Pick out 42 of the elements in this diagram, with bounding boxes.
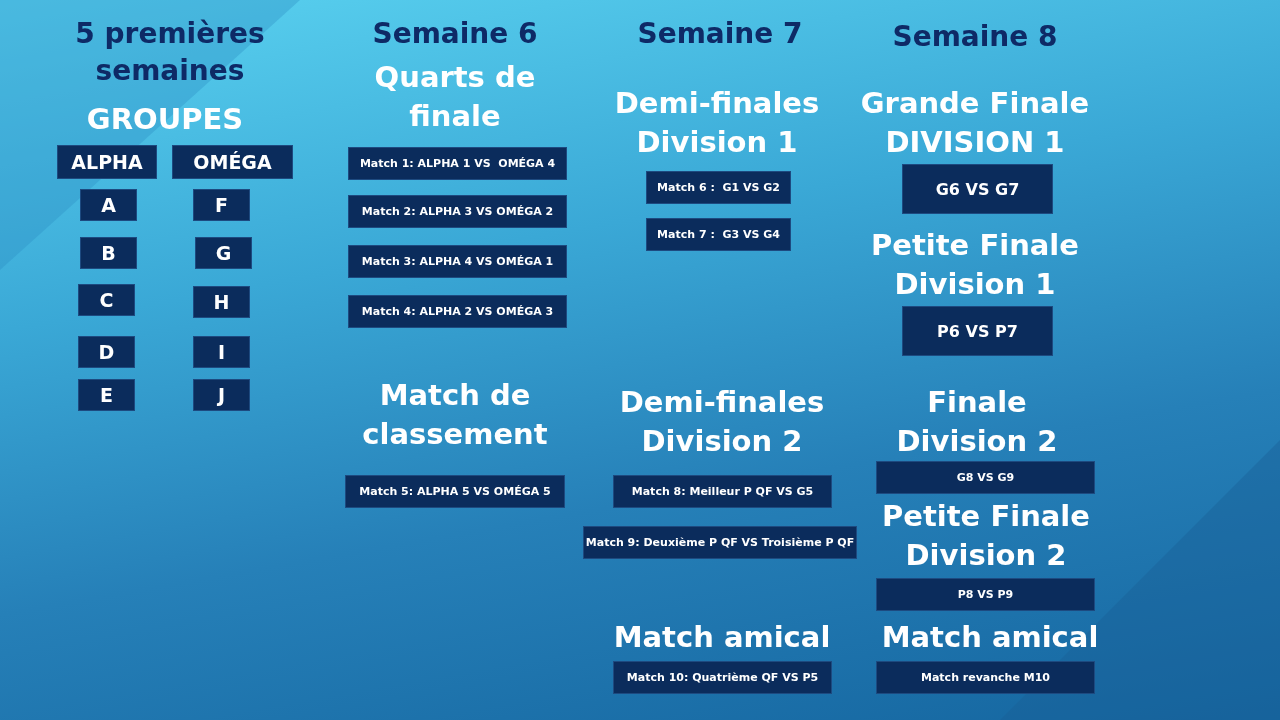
week-heading: Semaine 8 (891, 19, 1059, 55)
stage-heading: Quarts de finale (373, 59, 537, 135)
week-heading: Semaine 6 (371, 16, 539, 52)
team-box: I (193, 336, 250, 368)
match-box: Match 7 : G3 VS G4 (646, 218, 791, 251)
match-box: P6 VS P7 (902, 306, 1053, 356)
stage-heading: Grande Finale DIVISION 1 (859, 85, 1091, 161)
week-heading: 5 premières semaines (74, 16, 266, 90)
match-box: Match 8: Meilleur P QF VS G5 (613, 475, 832, 508)
match-box: P8 VS P9 (876, 578, 1095, 611)
team-box: C (78, 284, 135, 316)
team-box: J (193, 379, 250, 411)
week-heading: Semaine 7 (636, 16, 804, 52)
team-box: A (80, 189, 137, 221)
stage-heading: Match de classement (361, 377, 549, 453)
stage-heading: Petite Finale Division 2 (881, 498, 1091, 574)
match-box: Match 2: ALPHA 3 VS OMÉGA 2 (348, 195, 567, 228)
match-box: Match 6 : G1 VS G2 (646, 171, 791, 204)
stage-heading: Finale Division 2 (895, 384, 1059, 460)
team-box: G (195, 237, 252, 269)
match-box: Match 10: Quatrième QF VS P5 (613, 661, 832, 694)
stage-heading: Match amical (612, 619, 832, 656)
match-box: G6 VS G7 (902, 164, 1053, 214)
stage-heading: Match amical (880, 619, 1100, 656)
match-box: Match 4: ALPHA 2 VS OMÉGA 3 (348, 295, 567, 328)
group-header: ALPHA (57, 145, 157, 179)
match-box: Match 3: ALPHA 4 VS OMÉGA 1 (348, 245, 567, 278)
match-box: Match 1: ALPHA 1 VS OMÉGA 4 (348, 147, 567, 180)
team-box: E (78, 379, 135, 411)
stage-heading: Demi-finales Division 2 (618, 384, 826, 460)
team-box: H (193, 286, 250, 318)
stage-heading: Demi-finales Division 1 (613, 85, 821, 161)
group-header: OMÉGA (172, 145, 293, 179)
team-box: F (193, 189, 250, 221)
match-box: G8 VS G9 (876, 461, 1095, 494)
stage-heading: GROUPES (85, 101, 245, 138)
match-box: Match 5: ALPHA 5 VS OMÉGA 5 (345, 475, 565, 508)
team-box: D (78, 336, 135, 368)
match-box: Match 9: Deuxième P QF VS Troisième P QF (583, 526, 857, 559)
team-box: B (80, 237, 137, 269)
match-box: Match revanche M10 (876, 661, 1095, 694)
stage-heading: Petite Finale Division 1 (870, 227, 1080, 303)
